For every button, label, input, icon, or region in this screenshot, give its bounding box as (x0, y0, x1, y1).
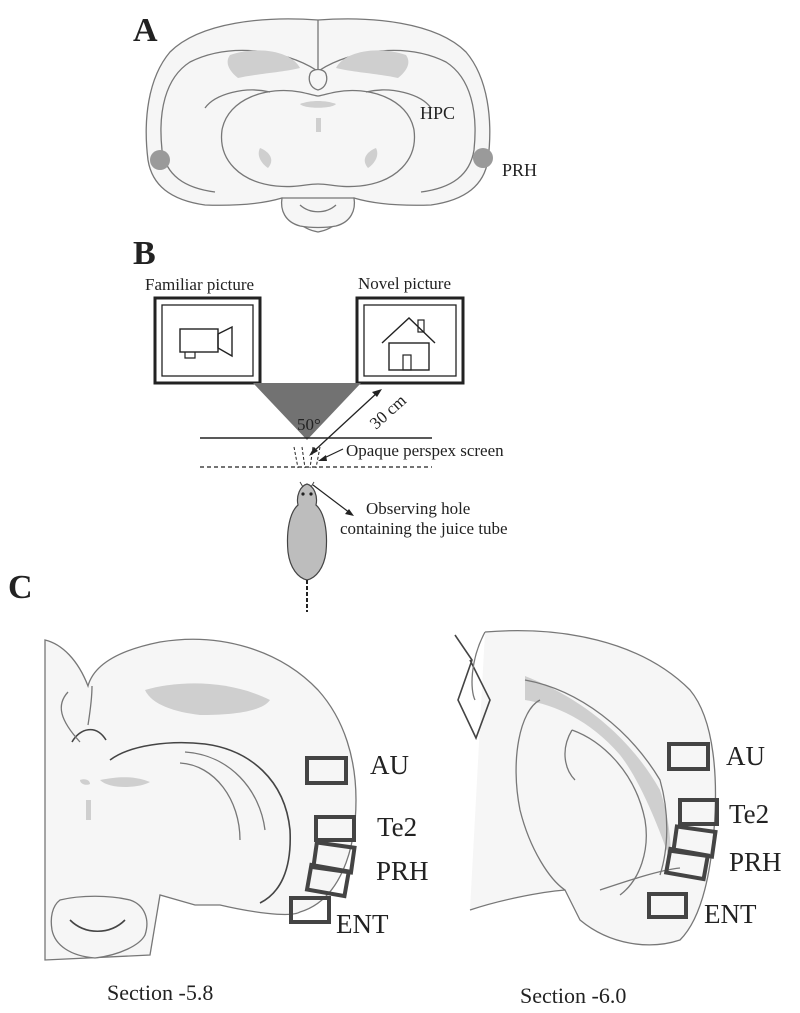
right-region-prh: PRH (729, 847, 782, 877)
left-region-te2: Te2 (377, 812, 417, 842)
prh-label: PRH (502, 160, 537, 180)
left-section-caption: Section -5.8 (107, 980, 213, 1005)
roi-left-te2 (314, 815, 356, 842)
house-icon (381, 317, 436, 371)
roi-right-te2 (678, 798, 719, 826)
panel-a: A (133, 12, 537, 233)
novel-picture-frame (355, 296, 465, 385)
right-region-au: AU (726, 741, 765, 771)
section-right (454, 630, 717, 946)
section-left (44, 638, 357, 961)
familiar-picture-label: Familiar picture (145, 275, 254, 294)
roi-left-prh2 (304, 862, 352, 899)
right-region-te2: Te2 (729, 799, 769, 829)
roi-left-au (305, 756, 348, 785)
roi-left-ent (289, 896, 331, 924)
hole-label-line1: Observing hole (366, 499, 470, 518)
panel-a-letter: A (133, 12, 158, 49)
left-region-ent: ENT (336, 909, 389, 939)
roi-right-au (667, 742, 710, 771)
coronal-brain-section (145, 18, 493, 233)
panel-c-letter: C (8, 569, 33, 606)
roi-right-ent (647, 892, 688, 919)
left-region-au: AU (370, 750, 409, 780)
rat-icon (286, 481, 328, 612)
hole-label-line2: containing the juice tube (340, 519, 508, 538)
hpc-label: HPC (420, 103, 455, 123)
viewing-angle-triangle (253, 383, 361, 440)
distance-arrow (309, 389, 382, 456)
roi-right-prh2 (663, 846, 711, 882)
novel-picture-label: Novel picture (358, 274, 451, 293)
familiar-picture-frame (153, 296, 262, 385)
right-section-caption: Section -6.0 (520, 983, 626, 1008)
panel-c: C AU Te2 PRH ENT Section -5.8 (8, 569, 782, 1008)
angle-label: 50° (297, 415, 321, 434)
panel-b-letter: B (133, 235, 156, 272)
right-region-ent: ENT (704, 899, 757, 929)
video-camera-icon (179, 325, 233, 359)
panel-b: B Familiar picture Novel picture (133, 235, 508, 612)
left-region-prh: PRH (376, 856, 429, 886)
screen-label: Opaque perspex screen (346, 441, 504, 460)
